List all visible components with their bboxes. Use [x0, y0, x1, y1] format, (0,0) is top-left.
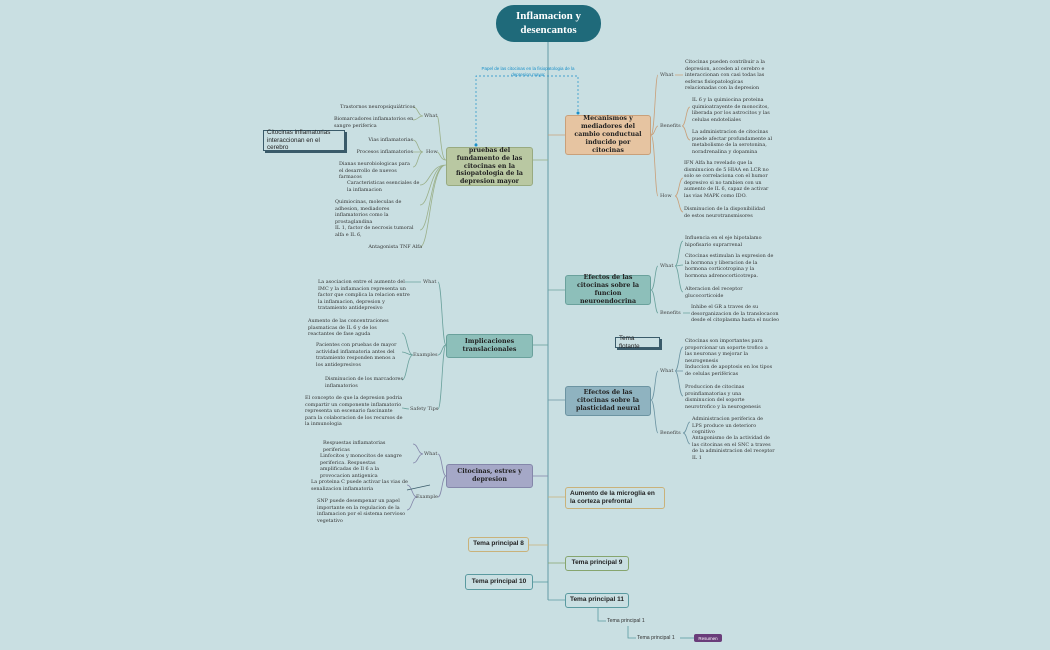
leaf-text: Influencia en el eje hipotalamo hipofisa…: [685, 235, 762, 248]
leaf-text: Procesos inflamatorios: [356, 149, 413, 155]
leaf-text: Pacientes con pruebas de mayor actividad…: [316, 342, 397, 368]
leaf-text: Linfocitos y monocitos de sangre perifer…: [320, 453, 402, 479]
leaf-text: Citocinas son importantes para proporcio…: [685, 338, 768, 364]
leaf-text: Antagonista TNF Alfa: [368, 244, 422, 250]
leaf-text: El concepto de que la depresion podria c…: [305, 395, 403, 428]
topic-tema-10[interactable]: Tema principal 10: [465, 574, 533, 590]
leaf-text: La proteina C puede activar las vias de …: [311, 479, 408, 492]
leaf-text: IL 6 y la quimiocina proteina quimioatra…: [692, 97, 770, 123]
leaf-text: Disminucion de los marcadores inflamator…: [325, 376, 403, 389]
label-what: What: [660, 368, 674, 374]
label-what: What: [660, 72, 674, 78]
label-what: What: [660, 263, 674, 269]
leaf-text: Antagonismo de la actividad de las citoc…: [692, 435, 775, 461]
leaf-text: Inhibe el GR a traves de su desorganizac…: [691, 304, 780, 324]
relation-label[interactable]: Papel de las citocinas en la fisiopatolo…: [481, 66, 575, 77]
leaf-text: Produccion de citocinas proinflamatorias…: [685, 384, 761, 410]
label-how: How: [426, 149, 438, 155]
leaf-text: Disminucion de la disponibilidad de esto…: [684, 206, 766, 219]
topic-tema-11[interactable]: Tema principal 11: [565, 593, 629, 608]
topic-tema-8[interactable]: Tema principal 8: [468, 537, 529, 552]
topic-plasticidad-neural[interactable]: Efectos de las citocinas sobre la plasti…: [565, 386, 651, 416]
floating-topic-left[interactable]: Citocinas inflamatorias interaccionan en…: [263, 129, 345, 151]
label-what: What: [424, 113, 438, 119]
topic-funcion-neuroendocrina[interactable]: Efectos de las citocinas sobre la funcio…: [565, 274, 651, 305]
label-how: How: [660, 193, 672, 199]
leaf-text: IFN Alfa ha revelado que la disminucion …: [684, 160, 769, 200]
leaf-text: Respuestas inflamatorias perifericas: [323, 440, 386, 453]
leaf-text: La administracion de citocinas puede afe…: [692, 129, 773, 155]
label-what: What: [423, 279, 437, 285]
leaf-text: Trastornos neuropsiquiátricos: [340, 104, 415, 110]
floating-topic-right[interactable]: Tema flotante: [615, 335, 660, 350]
leaf-text: SNP puede desempenar un papel importante…: [317, 498, 406, 524]
leaf-text: Alteracion del receptor glucocorticoide: [685, 286, 743, 299]
subtopic-tema-1[interactable]: Tema principal 1: [607, 618, 645, 624]
root-topic[interactable]: Inflamacion y desencantos: [496, 5, 601, 42]
leaf-text: Quimiocinas, moleculas de adhesion, medi…: [335, 199, 402, 225]
topic-pruebas-fundamento[interactable]: pruebas del fundamento de las citocinas …: [446, 147, 533, 186]
topic-mecanismos[interactable]: Mecanismos y mediadores del cambio condu…: [565, 115, 651, 155]
leaf-text: Induccion de apoptosis en los tipos de c…: [685, 364, 773, 377]
topic-tema-9[interactable]: Tema principal 9: [565, 556, 629, 571]
leaf-text: Biomarcadores inflamatorios en sangre pe…: [334, 116, 414, 129]
leaf-text: Administracion periferica de LPS produce…: [692, 416, 764, 436]
label-example: Example: [416, 494, 438, 500]
leaf-text: Citocinas estimulan la expresion de la h…: [685, 253, 774, 279]
leaf-text: Citocinas pueden contribuir a la depresi…: [685, 59, 765, 92]
topic-citocinas-estres[interactable]: Citocinas, estres y depresion: [446, 464, 533, 488]
leaf-text: Dianas neurobiologicas para el desarroll…: [339, 161, 410, 181]
label-safety-tips: Safety Tips: [410, 406, 439, 412]
topic-implicaciones[interactable]: Implicaciones translacionales: [446, 334, 533, 358]
label-benefits: Benefits: [660, 123, 681, 129]
label-examples: Examples: [413, 352, 438, 358]
leaf-text: Caracteristicas esenciales de la inflama…: [347, 180, 420, 193]
label-what: What: [424, 451, 438, 457]
leaf-text: Aumento de las concentraciones plasmatic…: [308, 318, 389, 338]
label-benefits: Benefits: [660, 310, 681, 316]
leaf-text: Vias inflamatorias: [368, 137, 413, 143]
leaf-text: La asociacion entre el aumento del IMC y…: [318, 279, 410, 312]
subtopic-tema-1-nested[interactable]: Tema principal 1: [637, 635, 675, 641]
relation-line: [475, 75, 579, 145]
summary-badge[interactable]: Resumen: [694, 634, 722, 642]
topic-microglia[interactable]: Aumento de la microglia en la corteza pr…: [565, 487, 665, 509]
label-benefits: Benefits: [660, 430, 681, 436]
leaf-text: IL 1, factor de necrosis tumoral alfa e …: [335, 225, 414, 238]
